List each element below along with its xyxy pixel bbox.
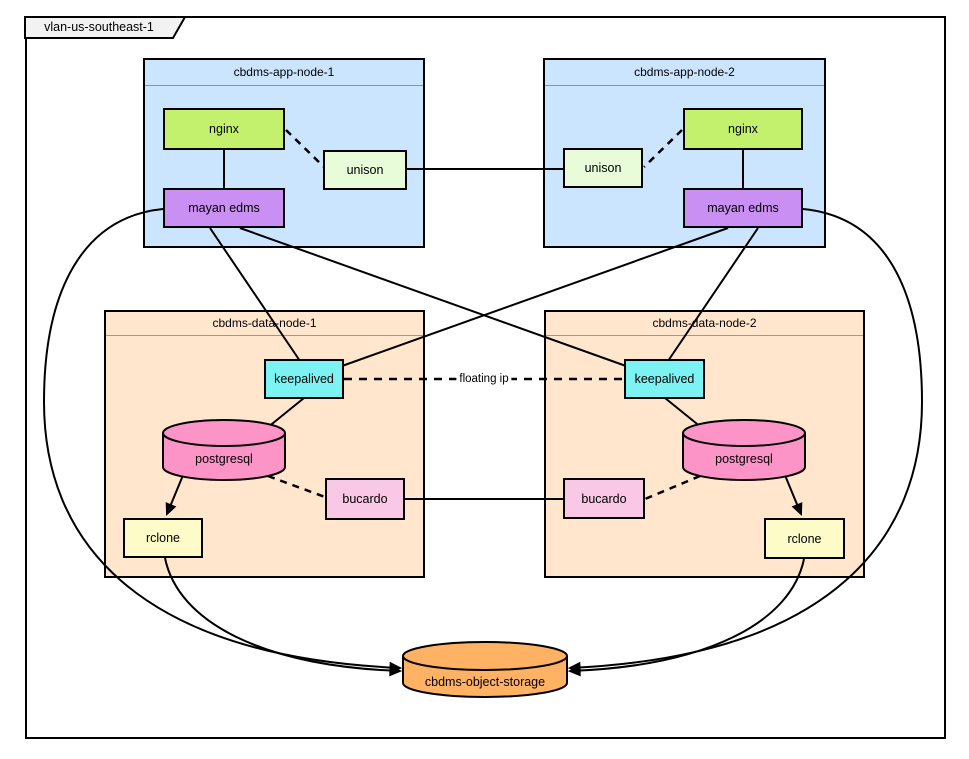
component-label: mayan edms	[707, 201, 779, 215]
component-nginx-app2: nginx	[683, 108, 803, 150]
component-label: unison	[346, 163, 384, 177]
component-label: rclone	[145, 531, 181, 545]
component-keepalived-data2: keepalived	[624, 359, 705, 399]
component-postgresql-data2-label: postgresql	[715, 452, 773, 466]
group-title-app-node-1: cbdms-app-node-1	[145, 60, 423, 86]
group-title-data-node-1: cbdms-data-node-1	[106, 312, 423, 336]
component-unison-app1: unison	[323, 150, 407, 190]
object-storage-label: cbdms-object-storage	[424, 675, 546, 689]
component-label: keepalived	[274, 372, 334, 386]
component-label: bucardo	[581, 491, 627, 506]
object-storage-cylinder-rim	[402, 655, 568, 671]
component-unison-app2: unison	[563, 148, 643, 188]
group-title-data-node-2: cbdms-data-node-2	[546, 312, 863, 336]
component-rclone-data1: rclone	[123, 518, 203, 558]
component-mayan-edms-app1: mayan edms	[163, 188, 285, 228]
component-mayan-edms-app2: mayan edms	[683, 188, 803, 228]
component-label: nginx	[209, 122, 239, 136]
vlan-label: vlan-us-southeast-1	[44, 20, 154, 34]
component-label: bucardo	[342, 492, 388, 506]
component-postgresql-data1-label: postgresql	[195, 452, 253, 466]
component-label: mayan edms	[188, 201, 260, 215]
component-keepalived-data1: keepalived	[264, 359, 344, 399]
component-nginx-app1: nginx	[163, 108, 285, 150]
component-label: keepalived	[634, 372, 695, 386]
component-label: rclone	[787, 531, 822, 546]
component-bucardo-data2: bucardo	[563, 478, 645, 519]
component-bucardo-data1: bucardo	[325, 478, 405, 520]
component-label: unison	[584, 161, 622, 175]
component-label: nginx	[728, 122, 758, 136]
edge-label-floating-ip: floating ip	[456, 373, 512, 385]
component-rclone-data2: rclone	[764, 518, 845, 559]
group-title-app-node-2: cbdms-app-node-2	[545, 60, 824, 86]
